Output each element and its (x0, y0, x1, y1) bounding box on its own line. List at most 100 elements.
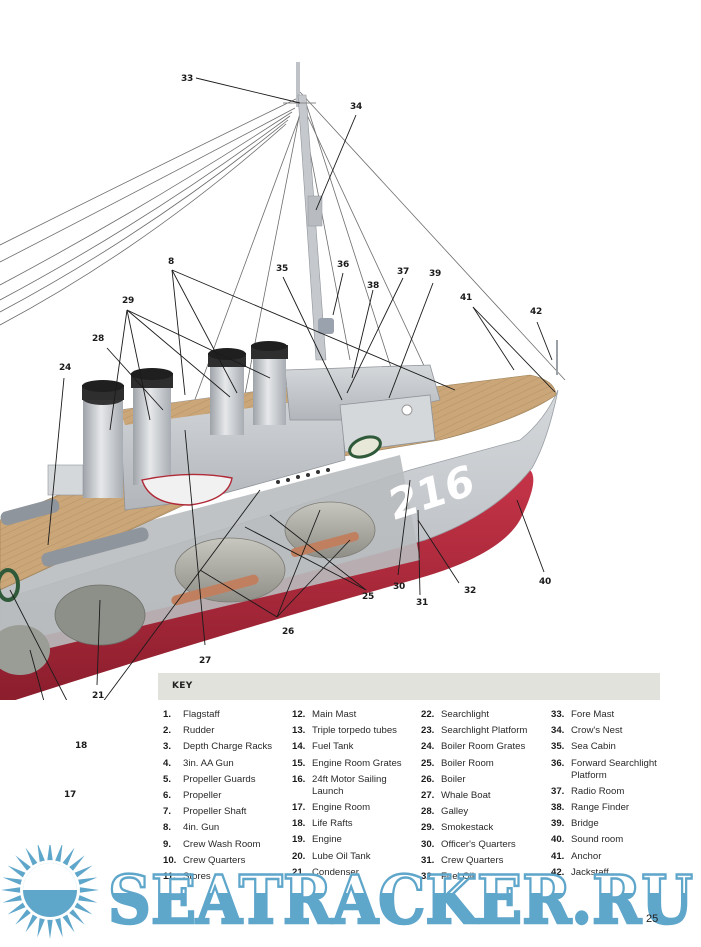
key-item-label: Propeller Shaft (183, 806, 247, 818)
key-item-number: 4. (163, 757, 172, 769)
key-item: 37.Radio Room (551, 786, 663, 798)
key-item: 3.Depth Charge Racks (163, 741, 288, 753)
key-item: 20.Lube Oil Tank (292, 851, 417, 863)
key-item-number: 26. (421, 773, 435, 785)
key-item-number: 17. (292, 801, 306, 813)
key-item-number: 5. (163, 773, 172, 785)
sun-ray (7, 902, 26, 915)
key-item-number: 29. (421, 822, 435, 834)
boilers (0, 501, 376, 675)
key-item-number: 14. (292, 741, 306, 753)
key-item-number: 1. (163, 709, 172, 720)
key-item: 5. Propeller Guards (163, 774, 288, 786)
key-item-label: Main Mast (312, 709, 357, 720)
sun-ray (74, 902, 93, 915)
sun-ray (78, 877, 98, 885)
callout-21: 21 (92, 691, 105, 701)
key-item-number: 19. (292, 834, 306, 846)
callout-41: 41 (460, 293, 473, 303)
callout-30: 30 (393, 582, 406, 592)
key-item-number: 11. (163, 870, 176, 882)
key-item: 17.Engine Room (292, 802, 417, 814)
sun-ray (2, 877, 22, 885)
key-item: 8. 4in. Gun (163, 822, 288, 834)
key-item-label: Fore Mast (571, 709, 615, 720)
key-item-number: 3. (163, 741, 172, 753)
key-item: 29.Smokestack (421, 822, 546, 834)
callout-25: 25 (362, 592, 375, 602)
key-item-number: 7. (163, 806, 172, 818)
key-item: 13.Triple torpedo tubes (292, 725, 417, 737)
key-item: 41.Anchor (551, 851, 663, 863)
key-item-label: Jackstaff (571, 866, 609, 878)
sun-ray (62, 914, 75, 933)
sun-logo-icon (1, 845, 99, 939)
key-item: 1. Flagstaff (163, 709, 288, 721)
callout-27: 27 (199, 656, 212, 666)
key-item: 33.Fore Mast (551, 709, 663, 721)
key-item: 42.Jackstaff (551, 867, 663, 879)
leader-lines (9, 77, 556, 700)
key-item-number: 8. (163, 822, 172, 834)
key-item: 40.Sound room (551, 834, 663, 846)
callout-32: 32 (464, 586, 477, 596)
key-item-label: Life Rafts (312, 818, 353, 830)
sun-ray (69, 909, 85, 925)
key-item-label: Boiler Room (441, 757, 494, 769)
portholes (276, 468, 330, 484)
key-item: 14.Fuel Tank (292, 741, 417, 753)
key-item-label: Range Finder (571, 801, 630, 813)
key-item-label: 4in. Gun (183, 822, 220, 834)
key-item-number: 13. (292, 725, 306, 737)
key-item: 31.Crew Quarters (421, 855, 546, 867)
key-item-number: 15. (292, 757, 306, 769)
key-item: 22.Searchlight (421, 709, 546, 721)
callout-18: 18 (75, 741, 88, 751)
page-number: 25 (646, 913, 659, 925)
key-item-number: 38. (551, 801, 565, 813)
whale-boat (141, 473, 233, 506)
callout-8: 8 (168, 257, 175, 267)
sun-ray (25, 847, 38, 866)
key-item-label: Sound room (571, 834, 624, 846)
sun-ray (1, 887, 21, 893)
callout-33: 33 (181, 74, 194, 84)
key-item-number: 2. (163, 725, 172, 737)
callout-28: 28 (92, 334, 105, 344)
smokestack-2 (131, 368, 173, 485)
sun-ray (74, 865, 93, 878)
key-item-label: Anchor (571, 850, 602, 862)
key-item: 23.Searchlight Platform (421, 725, 546, 737)
callout-29: 29 (122, 296, 135, 306)
key-item-label: Flagstaff (183, 709, 220, 720)
sun-ray (78, 895, 98, 903)
sun-ray (7, 865, 26, 878)
sun-ray (37, 845, 45, 862)
key-item-label: Fuel Oil (441, 870, 475, 882)
key-item-label: Engine (312, 834, 342, 846)
key-item: 25.Boiler Room (421, 758, 546, 770)
key-column-1: 1.Flagstaff 2.Rudder 3.Depth Charge Rack… (163, 709, 288, 887)
key-item: 7. Propeller Shaft (163, 806, 288, 818)
key-item-label: 24ft Motor Sailing Launch (312, 773, 387, 797)
key-item-label: Bridge (571, 818, 599, 830)
sun-ray (69, 855, 85, 871)
key-item-label: Galley (441, 806, 469, 818)
callout-39: 39 (429, 269, 442, 279)
key-item: 30.Officer's Quarters (421, 839, 546, 851)
key-item-label: Crew Wash Room (183, 838, 261, 850)
key-title: KEY (172, 681, 193, 691)
key-item-number: 16. (292, 773, 306, 785)
sun-ray (2, 895, 22, 903)
key-item-number: 35. (551, 741, 565, 753)
key-item-number: 20. (292, 850, 306, 862)
key-item: 26.Boiler (421, 774, 546, 786)
key-item-number: 12. (292, 709, 306, 720)
key-column-3: 22.Searchlight 23.Searchlight Platform 2… (421, 709, 546, 887)
sun-ray (37, 918, 45, 938)
key-column-2: 12. Main Mast 13.Triple torpedo tubes 14.… (292, 709, 417, 883)
key-item-number: 34. (551, 725, 565, 737)
key-item-label: Whale Boat (441, 789, 491, 801)
key-item-label: Propeller Guards (183, 773, 256, 785)
smokestack-4 (251, 341, 288, 425)
